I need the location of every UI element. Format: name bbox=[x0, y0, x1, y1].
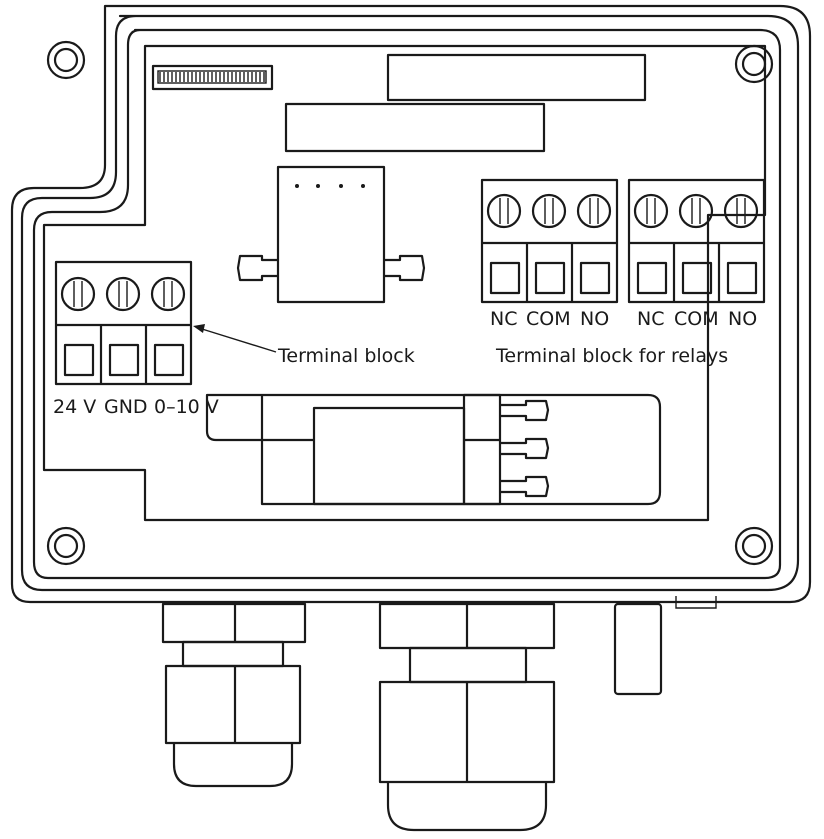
screw-icon bbox=[531, 193, 567, 229]
screw-icon bbox=[633, 193, 669, 229]
screw-icon bbox=[150, 276, 186, 312]
terminal-block-relay-2 bbox=[627, 178, 766, 304]
enclosure-housing bbox=[10, 4, 812, 609]
relay1-label-com: COM bbox=[526, 308, 571, 330]
power-terminal-label-24v: 24 V bbox=[53, 396, 96, 418]
mounting-hole-bottom-left bbox=[46, 526, 86, 566]
terminal-block-relay-1 bbox=[480, 178, 619, 304]
cable-gland-left bbox=[161, 602, 307, 788]
relay2-label-no: NO bbox=[728, 308, 757, 330]
terminal-block-power bbox=[54, 260, 193, 386]
relay-module bbox=[205, 393, 662, 506]
relay1-label-nc: NC bbox=[490, 308, 517, 330]
mounting-hole-top-left bbox=[46, 40, 86, 80]
label-plate-middle bbox=[284, 102, 546, 153]
pressure-port bbox=[613, 602, 663, 696]
pressure-sensor bbox=[236, 165, 426, 304]
terminal-block-relays-label: Terminal block for relays bbox=[495, 345, 728, 367]
relay2-label-com: COM bbox=[674, 308, 719, 330]
ribbon-connector bbox=[151, 64, 274, 91]
cable-gland-right bbox=[378, 602, 556, 832]
relay1-label-no: NO bbox=[580, 308, 609, 330]
screw-icon bbox=[723, 193, 759, 229]
terminal-block-label: Terminal block bbox=[277, 345, 415, 367]
label-plate-top bbox=[386, 53, 647, 102]
screw-icon bbox=[105, 276, 141, 312]
power-terminal-label-0-10v: 0–10 V bbox=[154, 396, 219, 418]
mounting-hole-bottom-right bbox=[734, 526, 774, 566]
annotation-arrow bbox=[193, 324, 277, 353]
screw-icon bbox=[576, 193, 612, 229]
power-terminal-label-gnd: GND bbox=[104, 396, 148, 418]
screw-icon bbox=[678, 193, 714, 229]
mounting-hole-top-right bbox=[734, 44, 774, 84]
screw-icon bbox=[486, 193, 522, 229]
screw-icon bbox=[60, 276, 96, 312]
relay2-label-nc: NC bbox=[637, 308, 664, 330]
